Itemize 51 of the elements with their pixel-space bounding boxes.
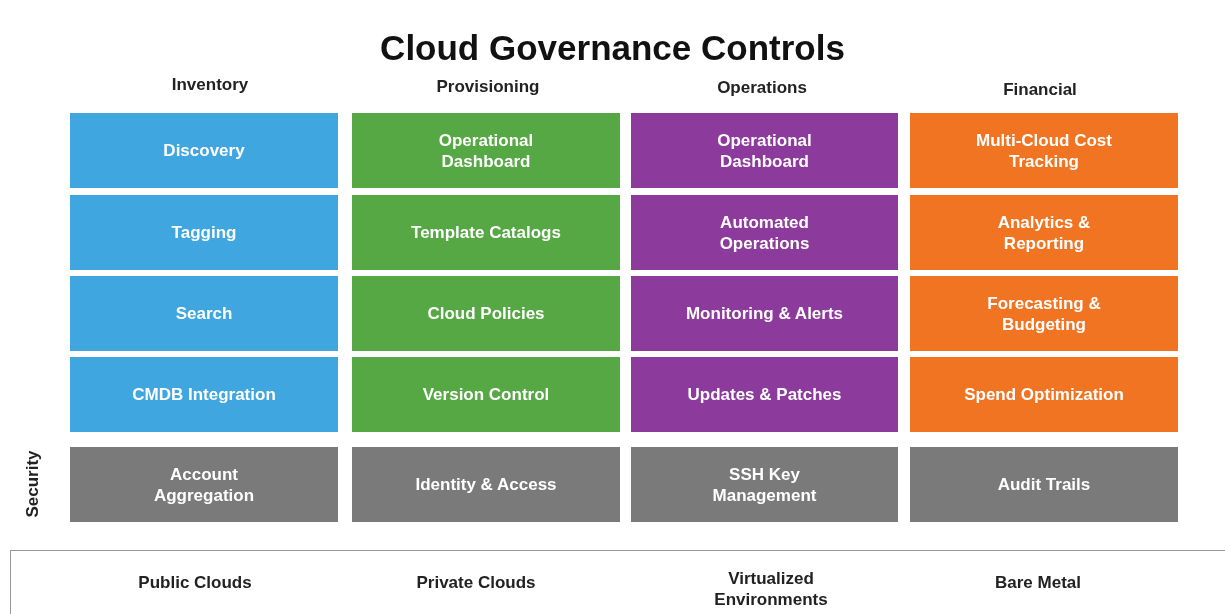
control-box	[70, 113, 338, 188]
column-header: Financial	[1002, 80, 1078, 100]
control-label: Search	[175, 303, 233, 324]
control-box	[631, 357, 898, 432]
control-label: Audit Trails	[997, 474, 1091, 495]
control-label: Forecasting & Budgeting	[986, 292, 1102, 335]
diagram-title: Cloud Governance Controls	[379, 28, 846, 68]
control-label: Identity & Access	[415, 474, 557, 495]
control-box	[910, 447, 1178, 522]
control-box	[631, 113, 898, 188]
control-label: Updates & Patches	[687, 384, 842, 405]
control-label: Cloud Policies	[427, 303, 545, 324]
control-label: Analytics & Reporting	[996, 211, 1092, 254]
control-box	[70, 357, 338, 432]
control-box	[910, 195, 1178, 270]
control-box	[910, 276, 1178, 351]
platform-label: Virtualized Environments	[713, 568, 829, 610]
control-label: Automated Operations	[718, 211, 811, 254]
platform-band	[10, 550, 1225, 614]
control-box	[70, 276, 338, 351]
control-box	[70, 195, 338, 270]
control-label: Version Control	[422, 384, 550, 405]
control-label: Discovery	[163, 140, 245, 161]
control-box	[631, 447, 898, 522]
column-header: Provisioning	[435, 77, 541, 97]
control-label: Template Catalogs	[411, 222, 561, 243]
control-label: Account Aggregation	[152, 463, 256, 506]
row-label: Security	[23, 449, 43, 520]
control-box	[352, 113, 620, 188]
control-box	[352, 357, 620, 432]
control-box	[70, 447, 338, 522]
control-box	[631, 276, 898, 351]
platform-label: Bare Metal	[994, 571, 1082, 593]
control-label: Operational Dashboard	[437, 129, 535, 172]
column-header: Inventory	[170, 75, 250, 95]
platform-label: Private Clouds	[415, 571, 537, 593]
control-label: CMDB Integration	[132, 384, 276, 405]
control-box	[352, 195, 620, 270]
control-label: SSH Key Management	[711, 463, 818, 506]
control-box	[910, 357, 1178, 432]
control-label: Operational Dashboard	[716, 129, 813, 172]
control-label: Spend Optimization	[964, 384, 1124, 405]
control-box	[631, 195, 898, 270]
control-box	[910, 113, 1178, 188]
platform-label: Public Clouds	[137, 571, 253, 593]
control-label: Monitoring & Alerts	[685, 303, 844, 324]
column-header: Operations	[716, 78, 808, 98]
control-label: Multi-Cloud Cost Tracking	[975, 129, 1113, 172]
control-box	[352, 447, 620, 522]
control-box	[352, 276, 620, 351]
control-label: Tagging	[171, 222, 237, 243]
